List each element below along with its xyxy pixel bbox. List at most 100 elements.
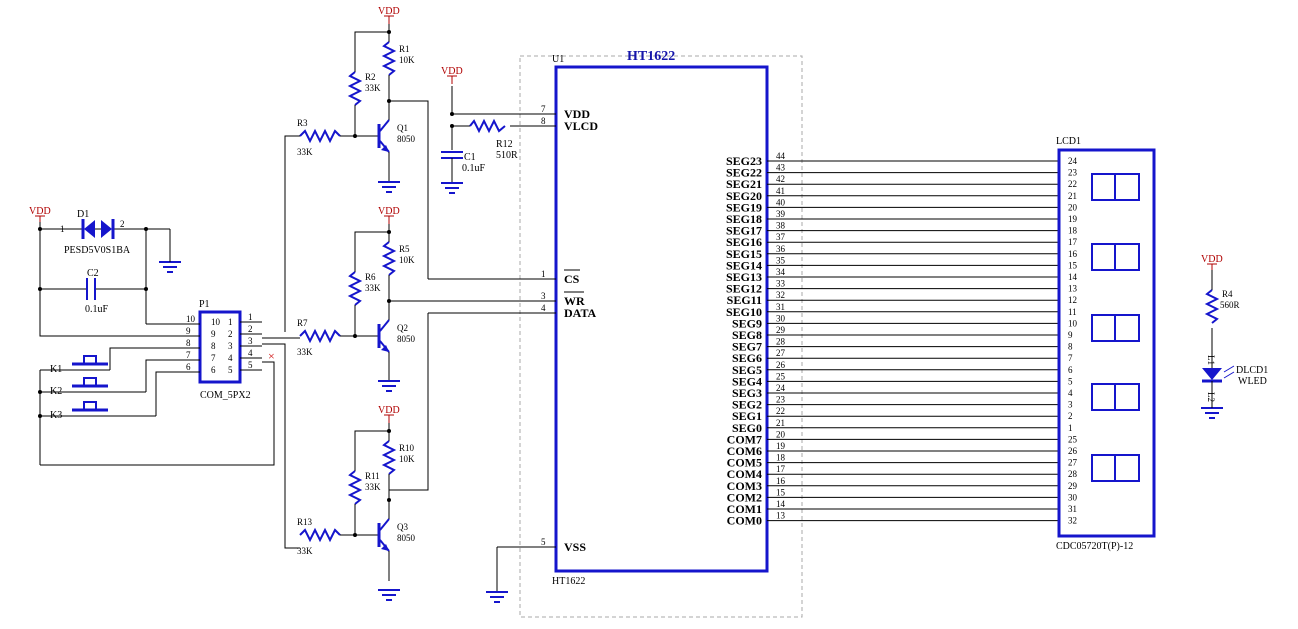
resistor-value: 33K (297, 347, 313, 357)
lcd-ref: LCD1 (1056, 136, 1081, 147)
ic-outline-dashed (519, 55, 803, 618)
p1-outer-right-num: 1 (248, 312, 253, 322)
lcd-pin-num: 9 (1068, 330, 1073, 340)
resistor-bias (347, 271, 363, 306)
lcd-pin-num: 5 (1068, 376, 1073, 386)
transistor-value: 8050 (397, 334, 416, 344)
lcd-pin-num: 4 (1068, 388, 1073, 398)
ic-seg-pin-num: 37 (776, 232, 786, 242)
p1-inner-right-num: 5 (228, 365, 233, 375)
ic-seg-label: COM1 (727, 502, 762, 516)
c2-value: 0.1uF (85, 304, 109, 315)
emitter-arrow (381, 345, 389, 352)
p1-body (198, 310, 242, 384)
lcd-pin-num: 8 (1068, 342, 1073, 352)
vdd-symbol: VDD (378, 206, 400, 224)
key-label: K3 (50, 410, 62, 421)
transistor-value: 8050 (397, 533, 416, 543)
resistor-ref: R10 (399, 443, 415, 453)
ic-seg-label: SEG19 (726, 200, 762, 214)
no-connect-mark: × (268, 349, 275, 363)
lcd-pin-num: 18 (1068, 226, 1078, 236)
ic-seg-pin-num: 26 (776, 360, 786, 370)
r4-value: 560R (1220, 300, 1240, 310)
ic-seg-label: SEG10 (726, 305, 762, 319)
ground-symbol (159, 261, 181, 273)
ic-seg-pin-num: 29 (776, 325, 786, 335)
vdd-symbol: VDD (1201, 254, 1223, 272)
ic-seg-pin-num: 21 (776, 418, 785, 428)
d1-c2-network[interactable]: 1 2 D1 PESD5V0S1BA C2 0.1uF (38, 209, 200, 337)
ic-seg-label: SEG21 (726, 177, 762, 191)
svg-text:VDD: VDD (1201, 254, 1223, 265)
led-section[interactable]: R4 560R L1 L2 DLCD1 WLED (1202, 270, 1268, 408)
keys[interactable]: K1 K2 K3 (38, 347, 275, 466)
ic-pin-name: VLCD (564, 119, 598, 133)
emitter-arrow (381, 544, 389, 551)
svg-text:VDD: VDD (29, 206, 51, 217)
ground-symbol (486, 591, 508, 603)
lcd1[interactable]: LCD1 CDC05720T(P)-12 (1056, 136, 1156, 552)
resistor-ref: R11 (365, 471, 380, 481)
p1-outer-right-num: 3 (248, 336, 253, 346)
ic-seg-label: COM2 (727, 490, 762, 504)
d1-ref: D1 (77, 209, 89, 220)
ic-seg-label: SEG8 (732, 328, 762, 342)
resistor-value: 10K (399, 55, 415, 65)
ic-seg-pin-num: 30 (776, 313, 786, 323)
lcd-digit-5 (1091, 454, 1140, 482)
c1-value: 0.1uF (462, 163, 486, 174)
ic-seg-pin-num: 20 (776, 429, 786, 439)
lcd-pin-num: 20 (1068, 202, 1078, 212)
p1-outer-right-num: 2 (248, 324, 253, 334)
ic-seg-label: SEG12 (726, 282, 762, 296)
lcd-pin-num: 24 (1068, 156, 1078, 166)
resistor-value: 33K (365, 83, 381, 93)
lcd-pin-num: 11 (1068, 307, 1077, 317)
key-label: K1 (50, 364, 62, 375)
ic-pin-num: 8 (541, 116, 546, 126)
led-part: WLED (1238, 376, 1267, 387)
lcd-pin-num: 19 (1068, 214, 1078, 224)
ic-u1[interactable]: U1 HT1622 HT1622 (519, 49, 803, 618)
ic-seg-pin-num: 27 (776, 348, 786, 358)
r12-value: 510R (496, 150, 518, 161)
ic-seg-pin-num: 44 (776, 151, 786, 161)
led-ref: DLCD1 (1236, 365, 1268, 376)
ic-pin-num: 3 (541, 291, 546, 301)
ic-seg-label: SEG11 (727, 293, 762, 307)
ic-seg-pin-num: 41 (776, 186, 785, 196)
vdd-symbol: VDD (441, 66, 463, 84)
ic-seg-label: SEG15 (726, 247, 762, 261)
p1-inner-right-num: 1 (228, 317, 233, 327)
ic-seg-label: COM7 (727, 432, 762, 446)
resistor-ref: R5 (399, 244, 410, 254)
key-k2 (70, 377, 110, 393)
p1-inner-right-num: 2 (228, 329, 233, 339)
ic-seg-label: SEG23 (726, 154, 762, 168)
lcd-pin-num: 17 (1068, 237, 1078, 247)
d1-pin2: 2 (120, 219, 125, 229)
resistor-ref: R13 (297, 517, 313, 527)
c2-ref: C2 (87, 268, 99, 279)
resistor-ref: R3 (297, 118, 308, 128)
resistor-top (381, 241, 397, 276)
lcd-pin-num: 10 (1068, 318, 1078, 328)
resistor-value: 10K (399, 255, 415, 265)
signal-wires (262, 100, 429, 549)
ic-pin-name: WR (564, 294, 585, 308)
ic-seg-pin-num: 24 (776, 383, 786, 393)
ground-symbol (378, 181, 400, 193)
transistor-ref: Q3 (397, 522, 408, 532)
lcd-body (1057, 148, 1156, 538)
p1-inner-right-num: 3 (228, 341, 233, 351)
p1-inner-left-num: 6 (211, 365, 216, 375)
c1-r12-network[interactable]: R12 510R C1 0.1uF (441, 86, 520, 183)
c1-ref: C1 (464, 152, 476, 163)
resistor-input (299, 328, 341, 344)
